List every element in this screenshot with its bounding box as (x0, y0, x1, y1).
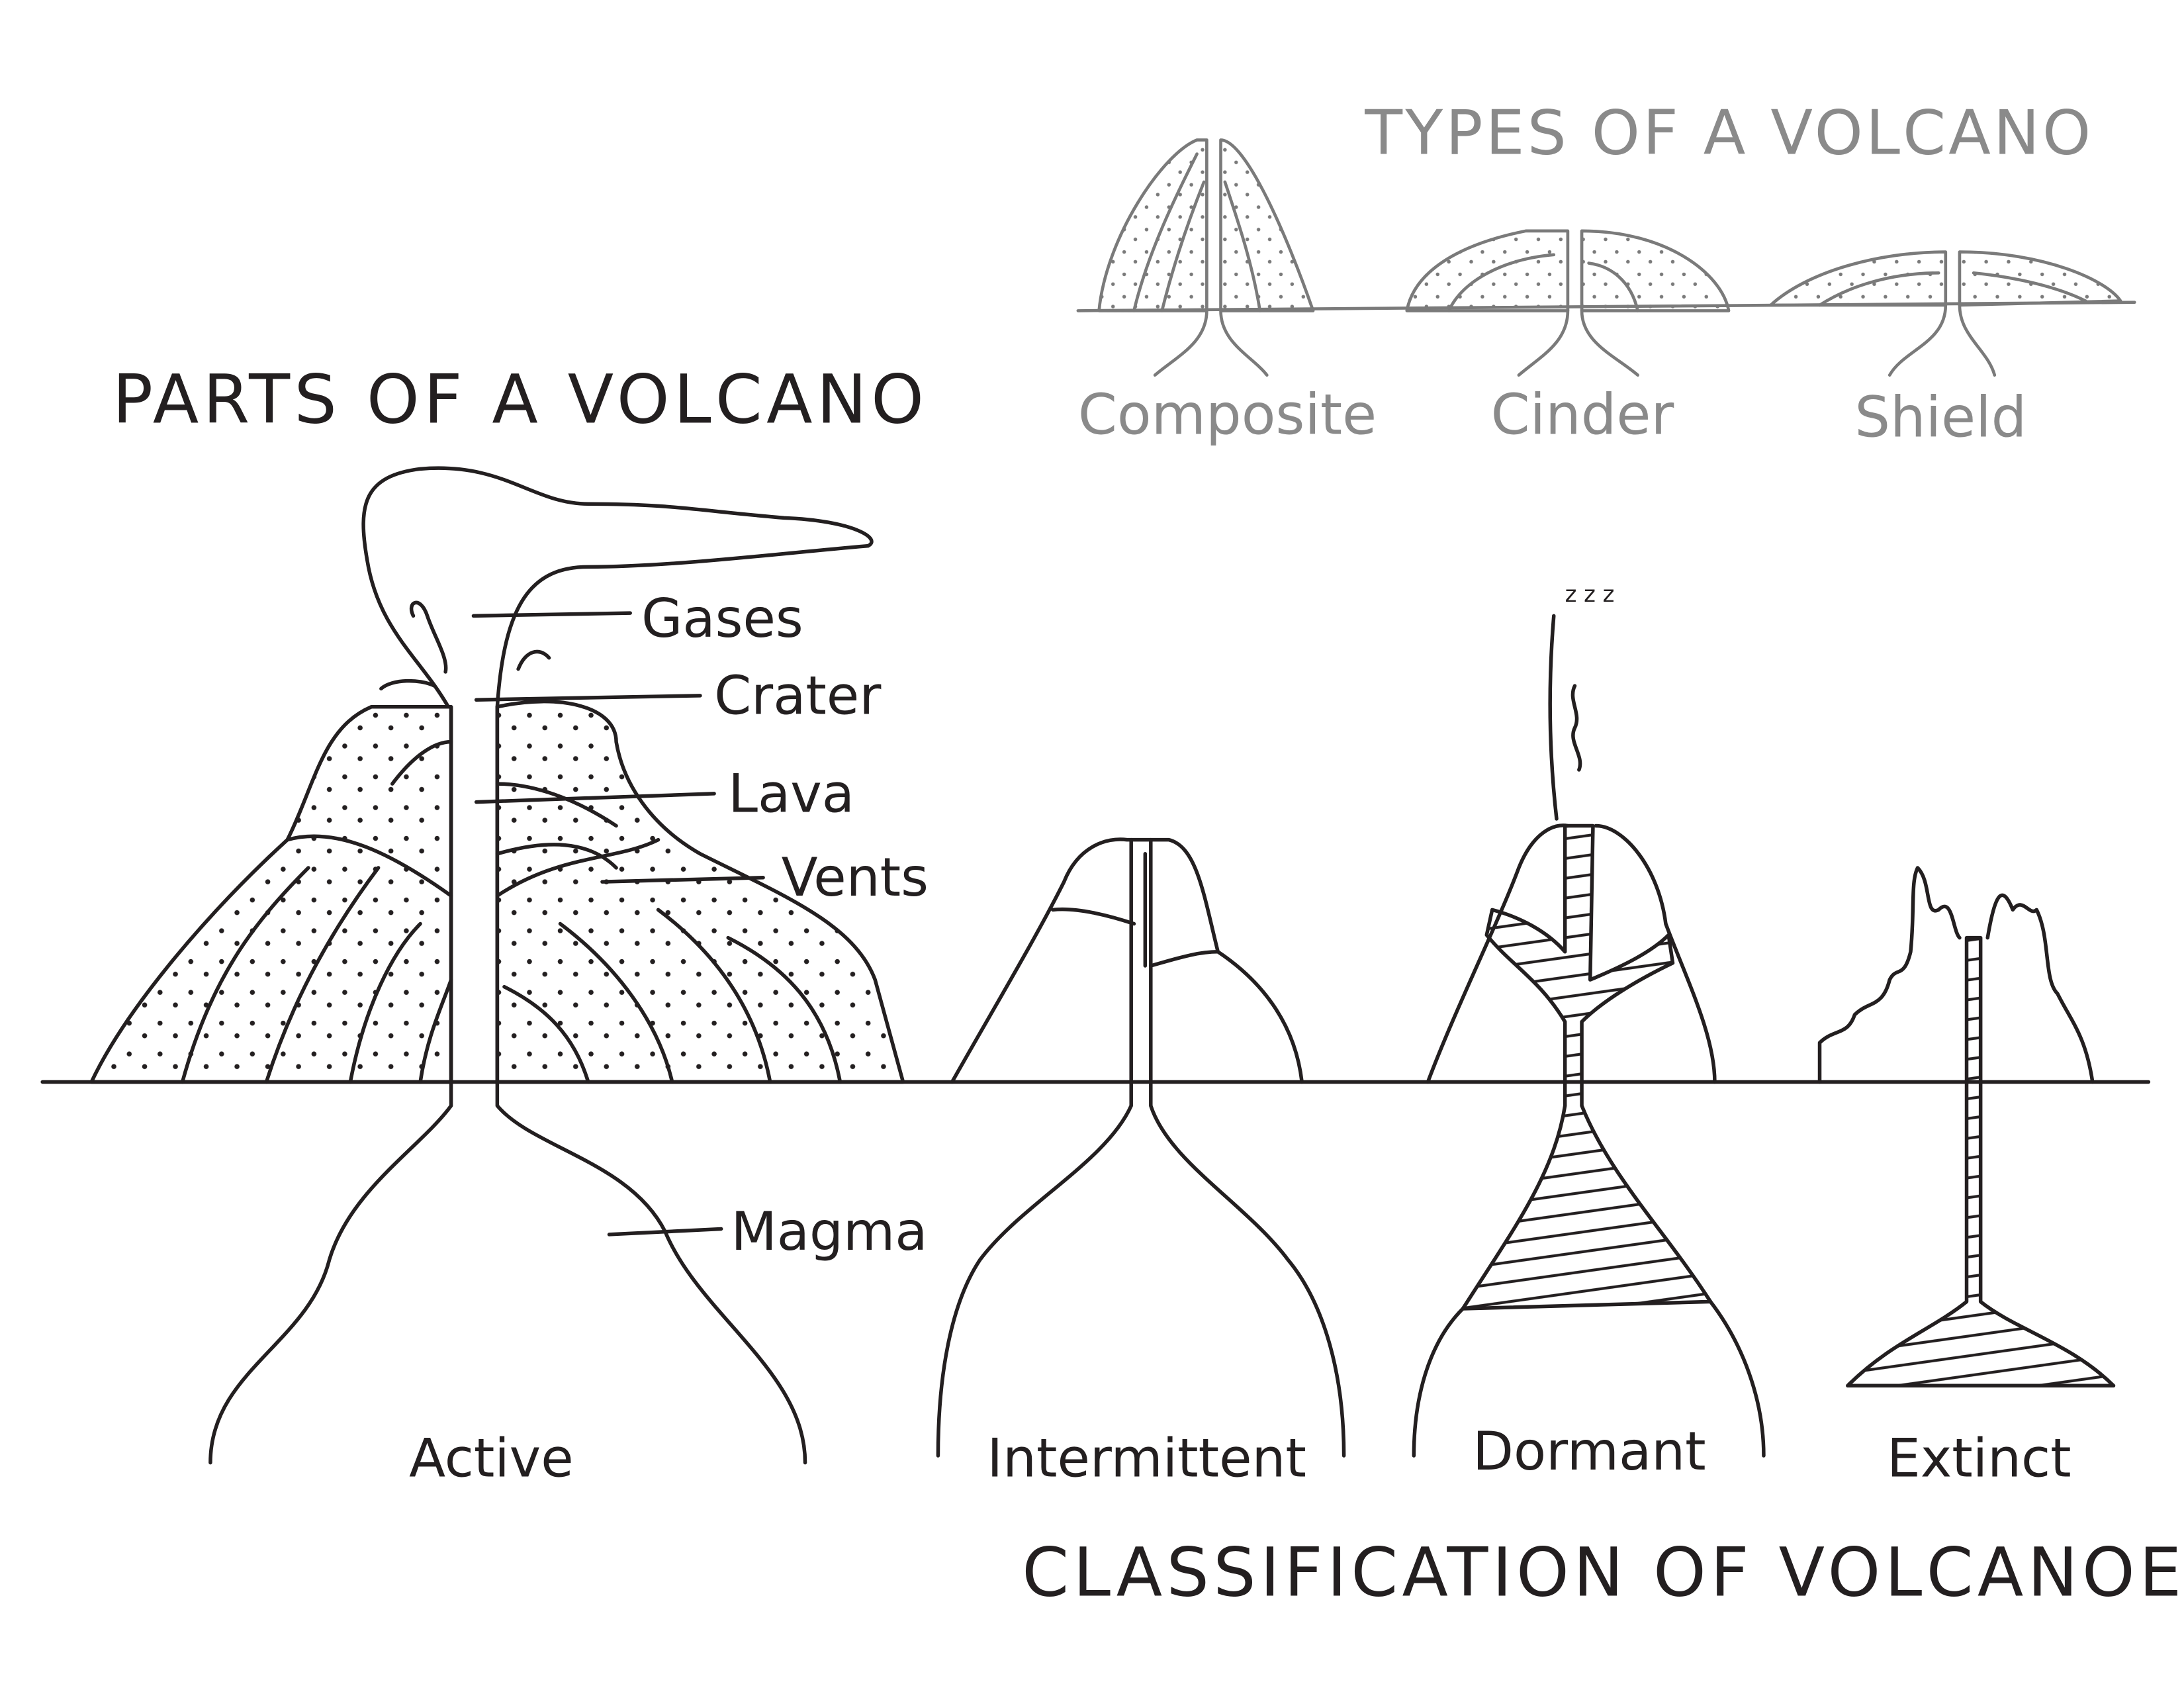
sleep-z-text: z z z (1565, 581, 1615, 607)
classification-title: CLASSIFICATION OF VOLCANOES (1022, 1533, 2184, 1611)
label-magma: Magma (731, 1200, 927, 1262)
label-lava: Lava (728, 762, 854, 824)
intermittent-volcano (936, 837, 1346, 1458)
label-vents: Vents (782, 846, 929, 908)
composite-icon (1097, 138, 1315, 377)
type-label-composite: Composite (1078, 382, 1377, 447)
type-label-shield: Shield (1854, 385, 2026, 450)
label-intermittent: Intermittent (987, 1427, 1306, 1489)
label-extinct: Extinct (1887, 1427, 2071, 1489)
extinct-volcano (1817, 866, 2116, 1388)
label-crater: Crater (714, 664, 882, 726)
label-active: Active (409, 1427, 573, 1489)
type-label-cinder: Cinder (1491, 382, 1674, 447)
label-dormant: Dormant (1473, 1420, 1706, 1482)
parts-title: PARTS OF A VOLCANO (113, 361, 928, 439)
shield-icon (1769, 250, 2122, 377)
types-title: TYPES OF A VOLCANO (1364, 97, 2093, 169)
dormant-volcano: z z z (1412, 581, 1766, 1458)
label-gases: Gases (641, 587, 803, 649)
cinder-icon (1405, 229, 1731, 377)
